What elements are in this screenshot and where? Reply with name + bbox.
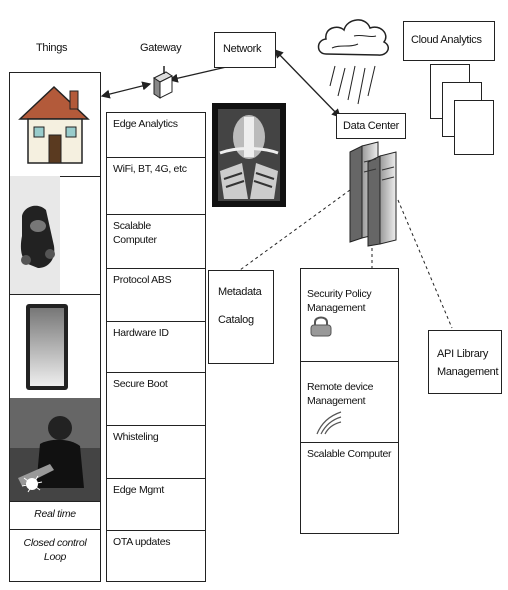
- remote-device-label: Remote device Management: [307, 381, 374, 407]
- report-doc-icon: [454, 100, 494, 155]
- data-center-label: Data Center: [343, 120, 400, 132]
- dotted-line-api: [397, 199, 453, 329]
- gateway-column: Edge Analytics WiFi, BT, 4G, etc Scalabl…: [106, 112, 206, 582]
- api-library-box: API Library Management: [428, 330, 502, 394]
- network-box: Network: [214, 32, 276, 68]
- real-time-label: Real time: [10, 501, 100, 530]
- lock-icon: [310, 316, 332, 337]
- server-icon: [349, 141, 397, 247]
- security-policy-label: Security Policy Management: [307, 288, 372, 314]
- house-icon: [10, 73, 100, 177]
- gateway-item: WiFi, BT, 4G, etc: [107, 158, 205, 215]
- arrow-network-datacenter: [274, 49, 341, 118]
- car-icon: [10, 176, 100, 295]
- gateway-item: Whisteling: [107, 426, 205, 479]
- api-library-label: API Library Management: [437, 348, 499, 378]
- things-header: Things: [36, 42, 68, 54]
- welder-icon: [10, 398, 100, 502]
- gateway-item: Protocol ABS: [107, 269, 205, 322]
- tablet-icon: [10, 294, 100, 399]
- gateway-item: Scalable Computer: [107, 215, 205, 269]
- rain-lines: [329, 65, 376, 105]
- gateway-item: Secure Boot: [107, 373, 205, 426]
- gateway-device-icon: [153, 66, 173, 99]
- closed-control-loop-label: Closed control Loop: [23, 537, 87, 563]
- metadata-catalog-box: Metadata Catalog: [208, 270, 274, 364]
- network-graphic-icon: [212, 103, 286, 207]
- dotted-line-metadata: [239, 189, 351, 271]
- arrow-gateway-things: [100, 81, 152, 99]
- gateway-header: Gateway: [140, 42, 182, 54]
- gateway-item: Edge Analytics: [107, 113, 205, 158]
- cloud-analytics-box: Cloud Analytics: [403, 21, 495, 61]
- things-column: Real time Closed control Loop: [9, 72, 101, 582]
- gateway-item: OTA updates: [113, 536, 171, 548]
- data-center-box: Data Center: [336, 113, 406, 139]
- metadata-catalog-label: Metadata Catalog: [218, 286, 262, 326]
- remote-device-management: Remote device Management: [301, 362, 398, 443]
- network-label: Network: [223, 43, 262, 55]
- signal-waves-icon: [316, 411, 342, 435]
- scalable-computer-item: Scalable Computer: [307, 448, 392, 460]
- cloud-icon: [317, 19, 389, 56]
- security-policy-management: Security Policy Management: [301, 269, 398, 362]
- datacenter-services-column: Security Policy Management Remote device…: [300, 268, 399, 534]
- gateway-item: Hardware ID: [107, 322, 205, 373]
- gateway-item: Edge Mgmt: [107, 479, 205, 531]
- cloud-analytics-label: Cloud Analytics: [411, 34, 482, 46]
